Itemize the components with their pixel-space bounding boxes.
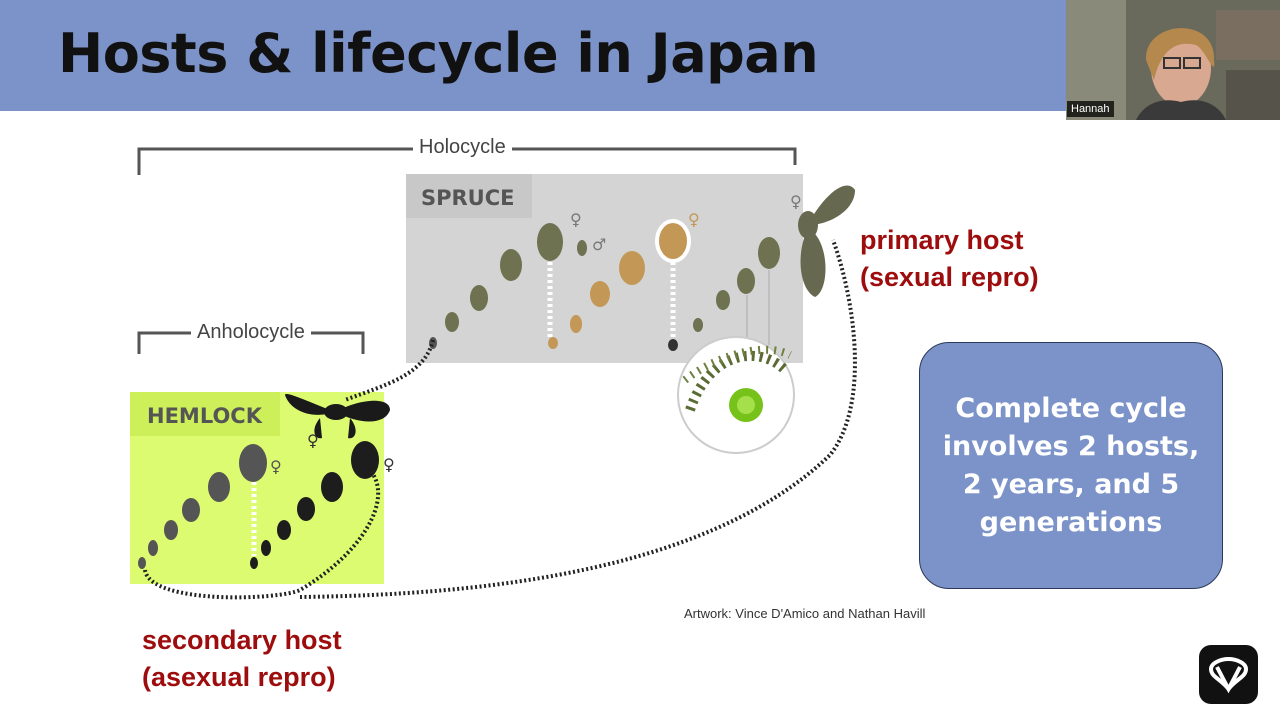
participant-name-label: Hannah <box>1067 101 1114 117</box>
secondary-host-line2: (asexual repro) <box>142 662 336 692</box>
participant-video-feed <box>1066 0 1280 120</box>
summary-callout-text: Complete cycle involves 2 hosts, 2 years… <box>942 392 1200 538</box>
hemlock-female-symbol-1: ♀ <box>307 431 319 450</box>
summary-callout: Complete cycle involves 2 hosts, 2 years… <box>919 342 1223 589</box>
hemlock-female-symbol-3: ♀ <box>383 455 395 474</box>
anholocycle-label: Anholocycle <box>191 321 311 344</box>
spruce-female-symbol-3: ♀ <box>688 210 700 229</box>
hemlock-female-symbol-2: ♀ <box>270 457 282 476</box>
secondary-host-line1: secondary host <box>142 625 342 655</box>
spruce-female-symbol-2: ♀ <box>790 192 802 211</box>
spruce-gall-icon <box>677 336 795 454</box>
secondary-host-label: secondary host (asexual repro) <box>142 622 342 696</box>
adelgid-winged-icon-hemlock <box>285 393 390 439</box>
artwork-credit: Artwork: Vince D'Amico and Nathan Havill <box>684 606 926 621</box>
page-title: Hosts & lifecycle in Japan <box>58 22 819 85</box>
holocycle-label: Holocycle <box>413 136 512 159</box>
ontario-trillium-logo <box>1199 645 1258 704</box>
primary-host-line2: (sexual repro) <box>860 262 1039 292</box>
hemlock-label: HEMLOCK <box>147 404 262 428</box>
title-bar <box>0 0 1066 111</box>
lifecycle-artwork: ♀ ♀ ♂ ♀ ♀ ♀ ♀ <box>130 147 857 600</box>
primary-host-line1: primary host <box>860 225 1024 255</box>
primary-host-label: primary host (sexual repro) <box>860 222 1039 296</box>
spruce-label: SPRUCE <box>421 186 515 210</box>
spruce-female-symbol-1: ♀ <box>570 210 582 229</box>
adelgid-winged-icon <box>798 185 855 297</box>
spruce-male-symbol: ♂ <box>592 235 606 254</box>
participant-video[interactable] <box>1066 0 1280 120</box>
